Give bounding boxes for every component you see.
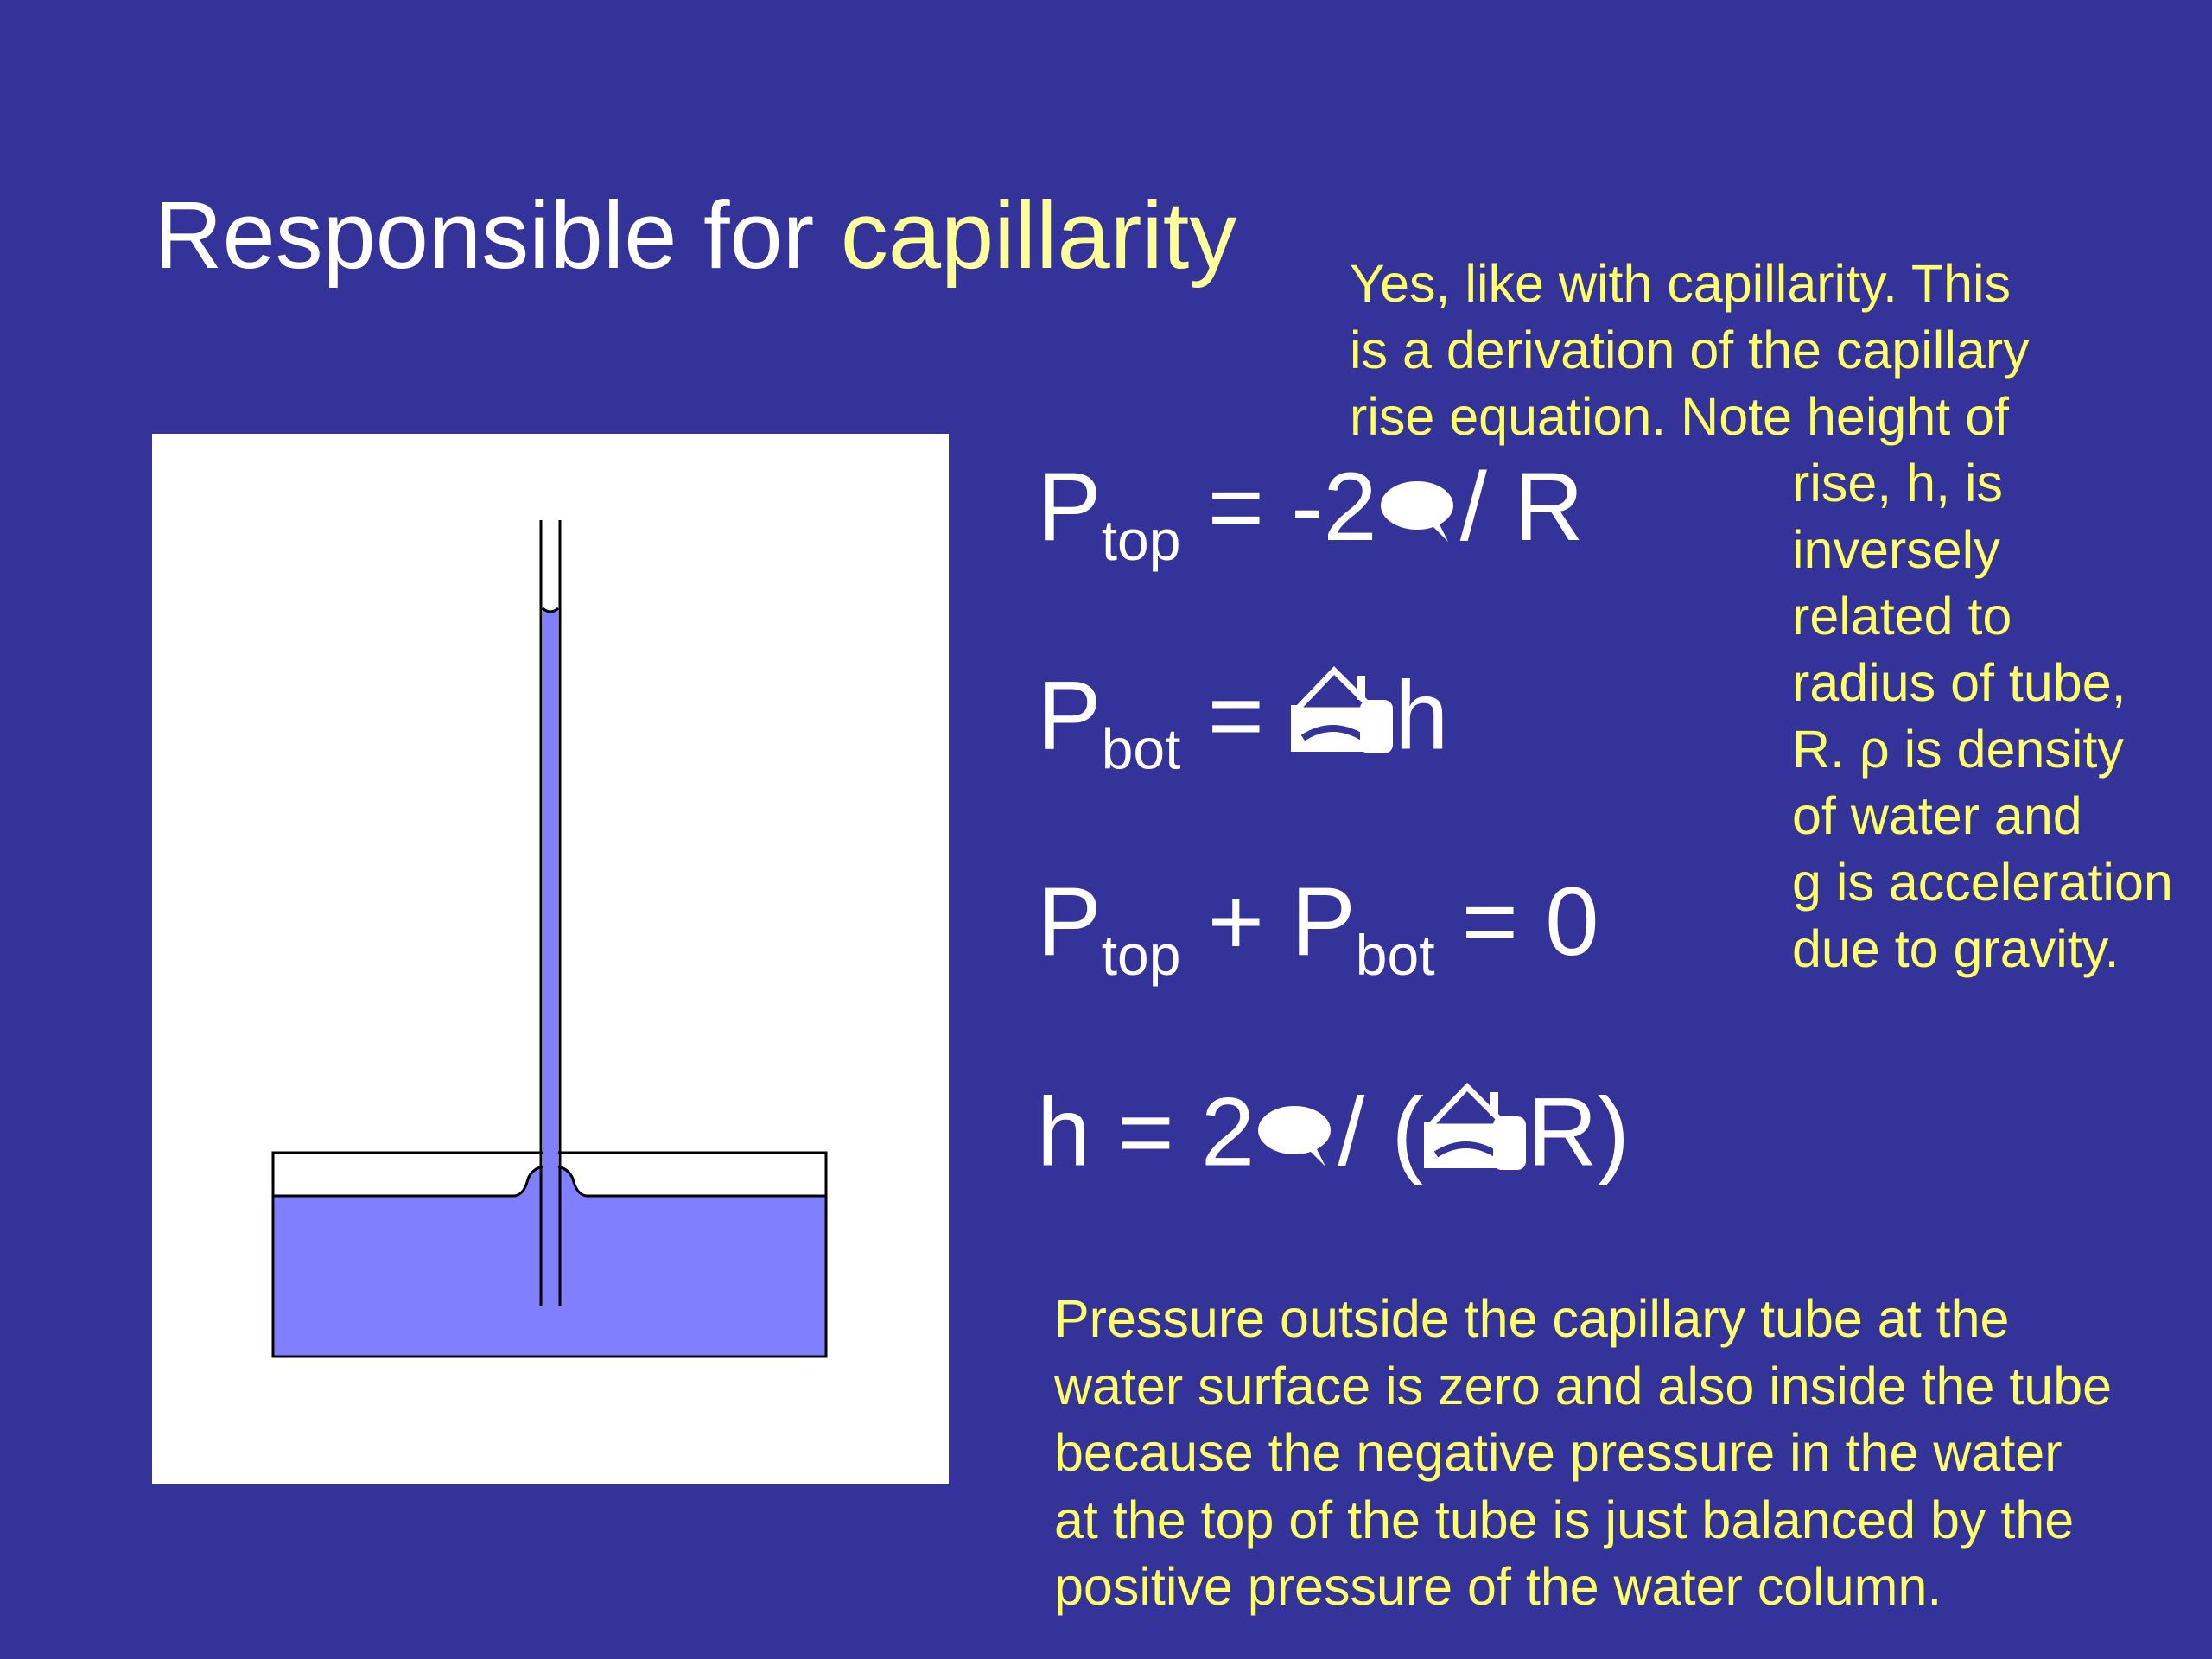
- eq1-sub: top: [1101, 508, 1181, 573]
- derivation-note-line: rise, h, is: [1792, 454, 2004, 512]
- derivation-note-line: radius of tube,: [1792, 653, 2126, 712]
- tube-water-column: [543, 608, 558, 1306]
- eq3-sub1: top: [1101, 923, 1181, 988]
- eq2-rest: =: [1180, 661, 1292, 770]
- eq4-tail: R): [1527, 1077, 1630, 1186]
- pressure-note-line: positive pressure of the water column.: [1054, 1557, 1942, 1616]
- pressure-note-line: water surface is zero and also inside th…: [1054, 1356, 2113, 1415]
- equation-p-top: Ptop = -2/ R: [1037, 451, 1584, 569]
- title-highlight: capillarity: [840, 182, 1237, 289]
- outer-meniscus-line: [273, 1165, 543, 1198]
- derivation-note-line: g is acceleration: [1792, 853, 2173, 912]
- surface-tension-symbol-icon: [1255, 1101, 1338, 1170]
- eq4-mid: / (: [1338, 1077, 1424, 1186]
- derivation-note-line: is a derivation of the capillary: [1350, 321, 2030, 379]
- eq3-sub2: bot: [1355, 923, 1435, 988]
- capillary-diagram: [152, 434, 949, 1484]
- eq1-p: P: [1037, 453, 1102, 561]
- inner-meniscus-line: [542, 607, 559, 613]
- eq2-tail: h: [1395, 661, 1449, 770]
- derivation-note-line: related to: [1792, 587, 2012, 645]
- eq2-sub: bot: [1101, 716, 1181, 781]
- capillary-diagram-svg: [271, 520, 828, 1358]
- derivation-note-line: R. ρ is density: [1792, 720, 2124, 779]
- density-gravity-symbol-icon: [1423, 1075, 1528, 1170]
- eq3-p2: P: [1291, 868, 1356, 976]
- eq3-mid: +: [1180, 868, 1292, 976]
- eq1-tail: / R: [1459, 453, 1584, 561]
- pressure-note-line: Pressure outside the capillary tube at t…: [1054, 1289, 2010, 1348]
- derivation-note-line: inversely: [1792, 520, 2000, 579]
- derivation-note-line: of water and: [1792, 786, 2082, 845]
- pressure-note-line: because the negative pressure in the wat…: [1054, 1423, 2063, 1482]
- derivation-note-line: rise equation. Note height of: [1350, 387, 2010, 446]
- eq3-rest: = 0: [1434, 868, 1599, 976]
- title-prefix: Responsible for: [154, 182, 841, 289]
- eq1-rest: = -2: [1180, 453, 1377, 561]
- equation-balance: Ptop + Pbot = 0: [1037, 866, 1599, 983]
- equation-height: h = 2 / ( R): [1037, 1075, 1630, 1188]
- eq2-p: P: [1037, 661, 1102, 770]
- equation-p-bot: Pbot = h: [1037, 658, 1449, 777]
- derivation-note-line: due to gravity.: [1792, 919, 2120, 978]
- derivation-note-line: Yes, like with capillarity. This: [1350, 254, 2012, 313]
- pressure-note-line: at the top of the tube is just balanced …: [1054, 1490, 2075, 1549]
- derivation-note: Yes, like with capillarity. This is a de…: [1350, 251, 2196, 982]
- outer-meniscus-line-right: [557, 1165, 826, 1198]
- density-gravity-symbol-icon: [1291, 658, 1395, 753]
- eq3-p1: P: [1037, 868, 1102, 976]
- eq4-head: h = 2: [1037, 1077, 1255, 1186]
- pressure-note: Pressure outside the capillary tube at t…: [1054, 1286, 2195, 1621]
- surface-tension-symbol-icon: [1377, 476, 1460, 545]
- slide-title: Responsible for capillarity: [154, 180, 1236, 292]
